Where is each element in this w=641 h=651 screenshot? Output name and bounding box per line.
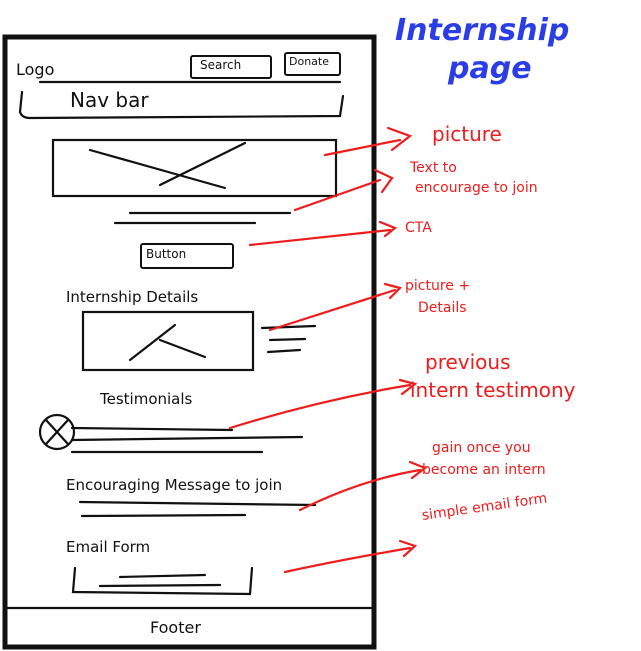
arrow-email: [283, 539, 418, 574]
details-picture-placeholder: [81, 310, 255, 372]
arrow-picture: [323, 126, 413, 157]
cta-button-label: Button: [146, 247, 187, 261]
testimonials-heading: Testimonials: [100, 390, 193, 408]
email-form-outline: [71, 566, 254, 596]
annotation-picture: picture: [432, 122, 502, 146]
page-title-line2: page: [448, 51, 532, 86]
email-form-heading: Email Form: [66, 538, 151, 556]
testimonial-avatar: [38, 413, 76, 451]
annotation-cta: CTA: [405, 220, 432, 236]
annotation-testimony-line2: intern testimony: [410, 378, 576, 402]
footer: Footer: [150, 618, 201, 637]
page-title-line1: Internship: [395, 13, 570, 48]
logo: Logo: [16, 60, 55, 79]
annotation-details-line1: picture +: [405, 278, 471, 294]
hero-picture-placeholder: [51, 138, 338, 198]
arrow-gain: [298, 460, 428, 512]
nav-bar[interactable]: Nav bar: [70, 88, 149, 112]
annotation-details-line2: Details: [418, 300, 467, 316]
phone-frame: [2, 34, 377, 650]
arrow-details: [268, 282, 403, 332]
donate-label: Donate: [289, 55, 329, 68]
annotation-text-line2: encourage to join: [415, 180, 538, 196]
cta-button[interactable]: Button: [140, 243, 234, 269]
nav-bar-outline: [18, 90, 345, 120]
annotation-gain-line1: gain once you: [432, 440, 531, 456]
arrow-testimony: [228, 378, 418, 430]
annotation-testimony-line1: previous: [425, 350, 511, 374]
search-button[interactable]: Search: [190, 55, 272, 79]
search-label: Search: [200, 58, 242, 72]
donate-button[interactable]: Donate: [284, 52, 341, 76]
annotation-text-line1: Text to: [410, 160, 457, 176]
annotation-gain-line2: become an intern: [422, 462, 546, 478]
arrow-cta: [248, 220, 398, 247]
arrow-text: [293, 168, 394, 212]
internship-details-heading: Internship Details: [66, 288, 199, 306]
encouraging-message-heading: Encouraging Message to join: [66, 476, 283, 494]
